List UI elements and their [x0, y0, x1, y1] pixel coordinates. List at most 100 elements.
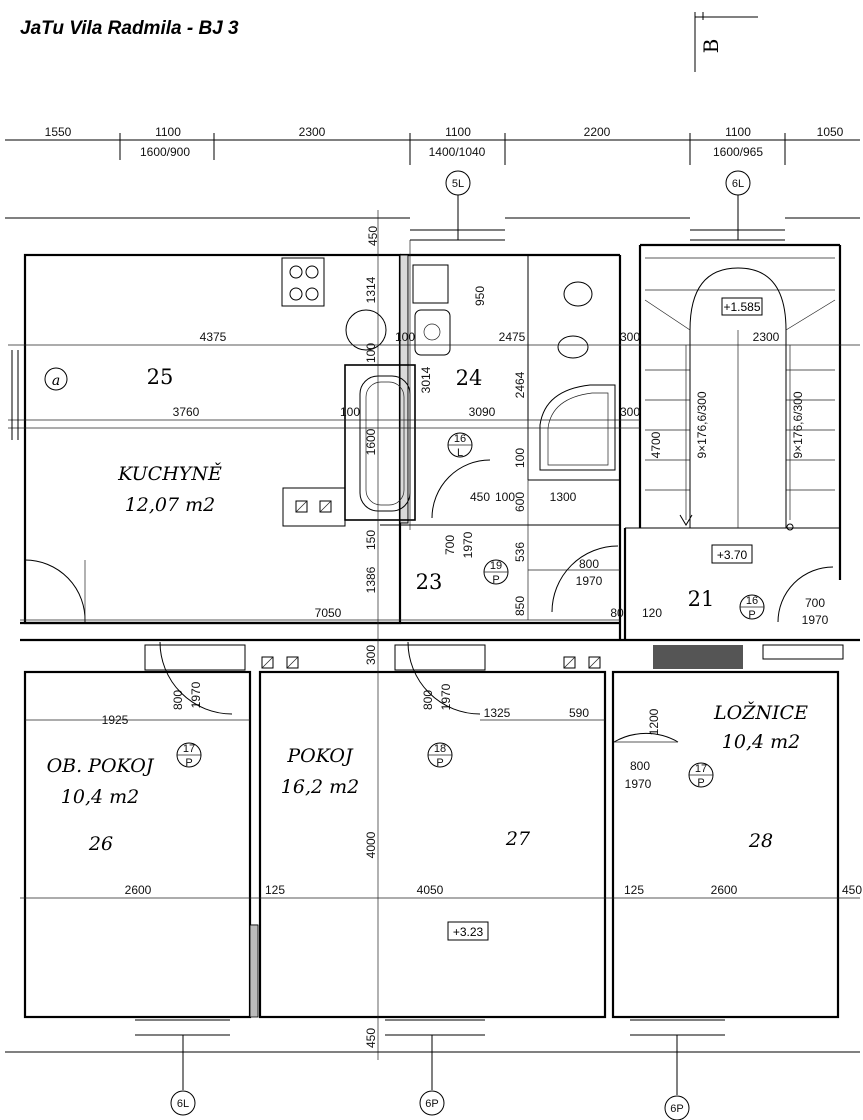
internal-dimensions: 4375 3760 7050 2475 3090 2300 300 300 10…	[8, 210, 862, 1060]
loznice-area: 10,4 m2	[722, 731, 800, 753]
dim-2600b: 2600	[711, 883, 738, 897]
dim-1970c: 1970	[802, 613, 829, 627]
toilets	[412, 264, 593, 359]
dim-850: 850	[513, 596, 527, 616]
top-dim-3: 2300	[299, 125, 326, 139]
stove	[281, 257, 325, 307]
dim-536: 536	[513, 542, 527, 562]
svg-text:6L: 6L	[732, 178, 744, 190]
level-tag-mid: +3.23	[447, 921, 489, 941]
door-tag-16-stair: 16 P	[739, 594, 765, 621]
dim-1314: 1314	[364, 276, 378, 303]
svg-text:5L: 5L	[452, 178, 464, 190]
axis-marker-6p-1: 6P	[419, 1035, 445, 1116]
dim-100d: 100	[513, 448, 527, 468]
loznice-number: 28	[748, 830, 773, 852]
dim-2475: 2475	[499, 330, 526, 344]
dim-1970b: 1970	[576, 574, 603, 588]
svg-text:+3.23: +3.23	[453, 925, 484, 939]
pokoj-area: 16,2 m2	[281, 776, 359, 798]
dim-2464: 2464	[513, 371, 527, 398]
dim-700b: 700	[805, 596, 825, 610]
dim-450s: 450	[470, 490, 490, 504]
kitchen-area: 12,07 m2	[125, 494, 216, 516]
svg-text:19: 19	[490, 560, 502, 572]
top-dimension-chain: 1550 1100 2300 1100 2200 1100 1050 1600/…	[5, 125, 860, 165]
svg-text:16: 16	[454, 433, 466, 445]
door-tag-17-obpokoj: 17 P	[176, 742, 202, 769]
dim-800d: 800	[630, 759, 650, 773]
dim-4000: 4000	[364, 831, 378, 858]
kitchen-number: 25	[147, 365, 174, 389]
dim-4050: 4050	[417, 883, 444, 897]
bath-number: 24	[456, 366, 483, 390]
dim-120: 120	[642, 606, 662, 620]
dim-125: 125	[265, 883, 285, 897]
dim-150: 150	[364, 530, 378, 550]
axis-marker-6l-top: 6L	[725, 170, 751, 240]
top-dim-4: 1100	[445, 125, 471, 139]
door-tag-16-bath: 16 L	[447, 432, 473, 459]
window-size-2: 1400/1040	[429, 145, 486, 159]
dim-300c: 300	[364, 645, 378, 665]
dim-1970f: 1970	[625, 777, 652, 791]
dim-4375: 4375	[200, 330, 227, 344]
svg-text:P: P	[436, 757, 443, 769]
dim-100b: 100	[340, 405, 360, 419]
hall-number: 23	[416, 570, 443, 594]
axis-marker-6l-bottom: 6L	[170, 1035, 196, 1116]
symbol-a: a	[11, 350, 68, 440]
top-dim-7: 1050	[817, 125, 844, 139]
svg-text:P: P	[185, 757, 192, 769]
svg-text:6P: 6P	[425, 1098, 438, 1110]
axis-marker-6p-2: 6P	[664, 1035, 690, 1120]
top-dim-2: 1100	[155, 125, 181, 139]
dim-1386: 1386	[364, 566, 378, 593]
dim-800a: 800	[579, 557, 599, 571]
svg-text:6L: 6L	[177, 1098, 189, 1110]
vent-boxes	[261, 656, 601, 669]
dim-80: 80	[610, 606, 624, 620]
dim-4700: 4700	[649, 431, 663, 458]
pokoj-number: 27	[505, 828, 531, 850]
svg-text:17: 17	[695, 763, 707, 775]
dim-1200: 1200	[647, 708, 661, 735]
dim-300a: 300	[620, 330, 640, 344]
pokoj-name: POKOJ	[286, 745, 354, 767]
dim-stair-1: 9×176,6/300	[695, 391, 709, 458]
stair-top-level: +1.585	[723, 300, 760, 314]
dim-100a: 100	[395, 330, 415, 344]
svg-text:18: 18	[434, 743, 446, 755]
door-tag-18: 18 P	[427, 742, 453, 769]
dim-3014: 3014	[419, 366, 433, 393]
svg-text:16: 16	[746, 595, 758, 607]
staircase: +1.585	[644, 257, 836, 531]
kitchen-name: KUCHYNĚ	[117, 462, 222, 485]
obpokoj-number: 26	[88, 833, 113, 855]
dim-2300: 2300	[753, 330, 780, 344]
dim-450b: 450	[364, 1028, 378, 1048]
section-marker: B	[694, 12, 758, 72]
stair-level-tag: +3.70	[711, 544, 753, 564]
dim-100c: 100	[364, 343, 378, 363]
dim-100s: 100	[495, 490, 515, 504]
kitchen-vents	[282, 487, 346, 527]
dim-800c: 800	[421, 690, 435, 710]
dim-2600: 2600	[125, 883, 152, 897]
dim-590: 590	[569, 706, 589, 720]
door-tag-17-loznice: 17 P	[688, 762, 714, 789]
dim-450r: 450	[842, 883, 862, 897]
dim-1600: 1600	[364, 428, 378, 455]
dim-450-top: 450	[366, 226, 380, 246]
svg-text:a: a	[52, 373, 60, 389]
dim-3760: 3760	[173, 405, 200, 419]
svg-text:P: P	[492, 574, 499, 586]
axis-marker-5l: 5L	[445, 170, 471, 240]
svg-text:17: 17	[183, 743, 195, 755]
svg-text:P: P	[697, 777, 704, 789]
svg-text:P: P	[748, 609, 755, 621]
washbasin	[345, 309, 451, 356]
dim-1925: 1925	[102, 713, 129, 727]
window-size-1: 1600/900	[140, 145, 190, 159]
